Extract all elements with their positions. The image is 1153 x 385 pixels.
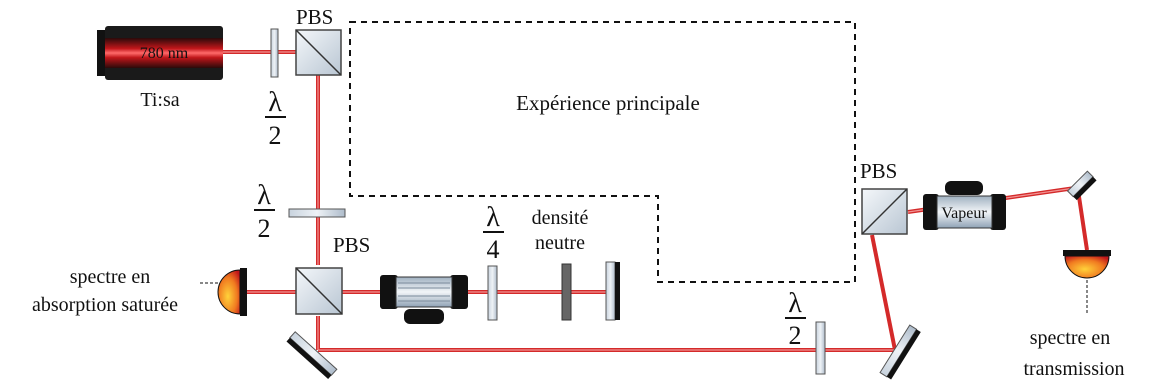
beam-to-pbs3 — [870, 234, 897, 351]
transmission-label-1: spectre en — [1030, 327, 1111, 349]
pbs-middle — [295, 267, 343, 315]
detector-sat-abs-icon — [217, 268, 247, 316]
ti-sa-laser: 780 nm — [97, 26, 223, 80]
retro-mirror — [605, 261, 620, 321]
mirror-bottom-left — [286, 331, 338, 379]
detector-transmission-icon — [1063, 250, 1111, 279]
svg-text:λ: λ — [268, 87, 282, 118]
qwp-symbol: λ 4 — [483, 202, 504, 264]
svg-text:λ: λ — [486, 202, 500, 233]
vapor-cell-transmission: Vapeur — [923, 181, 1006, 230]
mirror-bottom-right — [879, 324, 921, 380]
quarter-wave-plate — [487, 265, 498, 321]
pbs-right-label: PBS — [860, 159, 897, 183]
pbs-top — [295, 29, 342, 76]
svg-text:λ: λ — [257, 180, 271, 211]
sat-abs-label-1: spectre en — [70, 266, 151, 288]
hwp2-symbol: λ 2 — [254, 180, 275, 243]
hwp3-symbol: λ 2 — [785, 288, 806, 350]
pbs-right — [861, 188, 908, 235]
vapor-cell-reference — [380, 275, 468, 324]
transmission-label-2: transmission — [1023, 358, 1124, 380]
half-wave-plate-1 — [270, 28, 279, 78]
mirror-top-right — [1066, 170, 1097, 201]
vapor-label: Vapeur — [941, 205, 987, 222]
laser-name-label: Ti:sa — [140, 89, 179, 111]
svg-text:λ: λ — [788, 288, 802, 319]
sat-abs-label-2: absorption saturée — [32, 294, 178, 316]
neutral-density-filter — [561, 263, 572, 321]
neutral-density-label-2: neutre — [535, 232, 585, 254]
half-wave-plate-3 — [815, 321, 826, 375]
beam-to-detector-right — [1076, 189, 1089, 251]
half-wave-plate-2 — [288, 208, 346, 218]
svg-text:4: 4 — [487, 235, 500, 264]
main-experiment-label: Expérience principale — [516, 91, 700, 115]
pbs-middle-label: PBS — [333, 233, 370, 257]
svg-text:2: 2 — [789, 321, 802, 350]
laser-wavelength-label: 780 nm — [140, 45, 189, 62]
hwp1-symbol: λ 2 — [265, 87, 286, 150]
pbs-top-label: PBS — [296, 5, 333, 29]
svg-text:2: 2 — [269, 121, 282, 150]
svg-text:2: 2 — [258, 214, 271, 243]
neutral-density-label-1: densité — [532, 207, 589, 229]
main-experiment-boundary — [349, 21, 856, 283]
